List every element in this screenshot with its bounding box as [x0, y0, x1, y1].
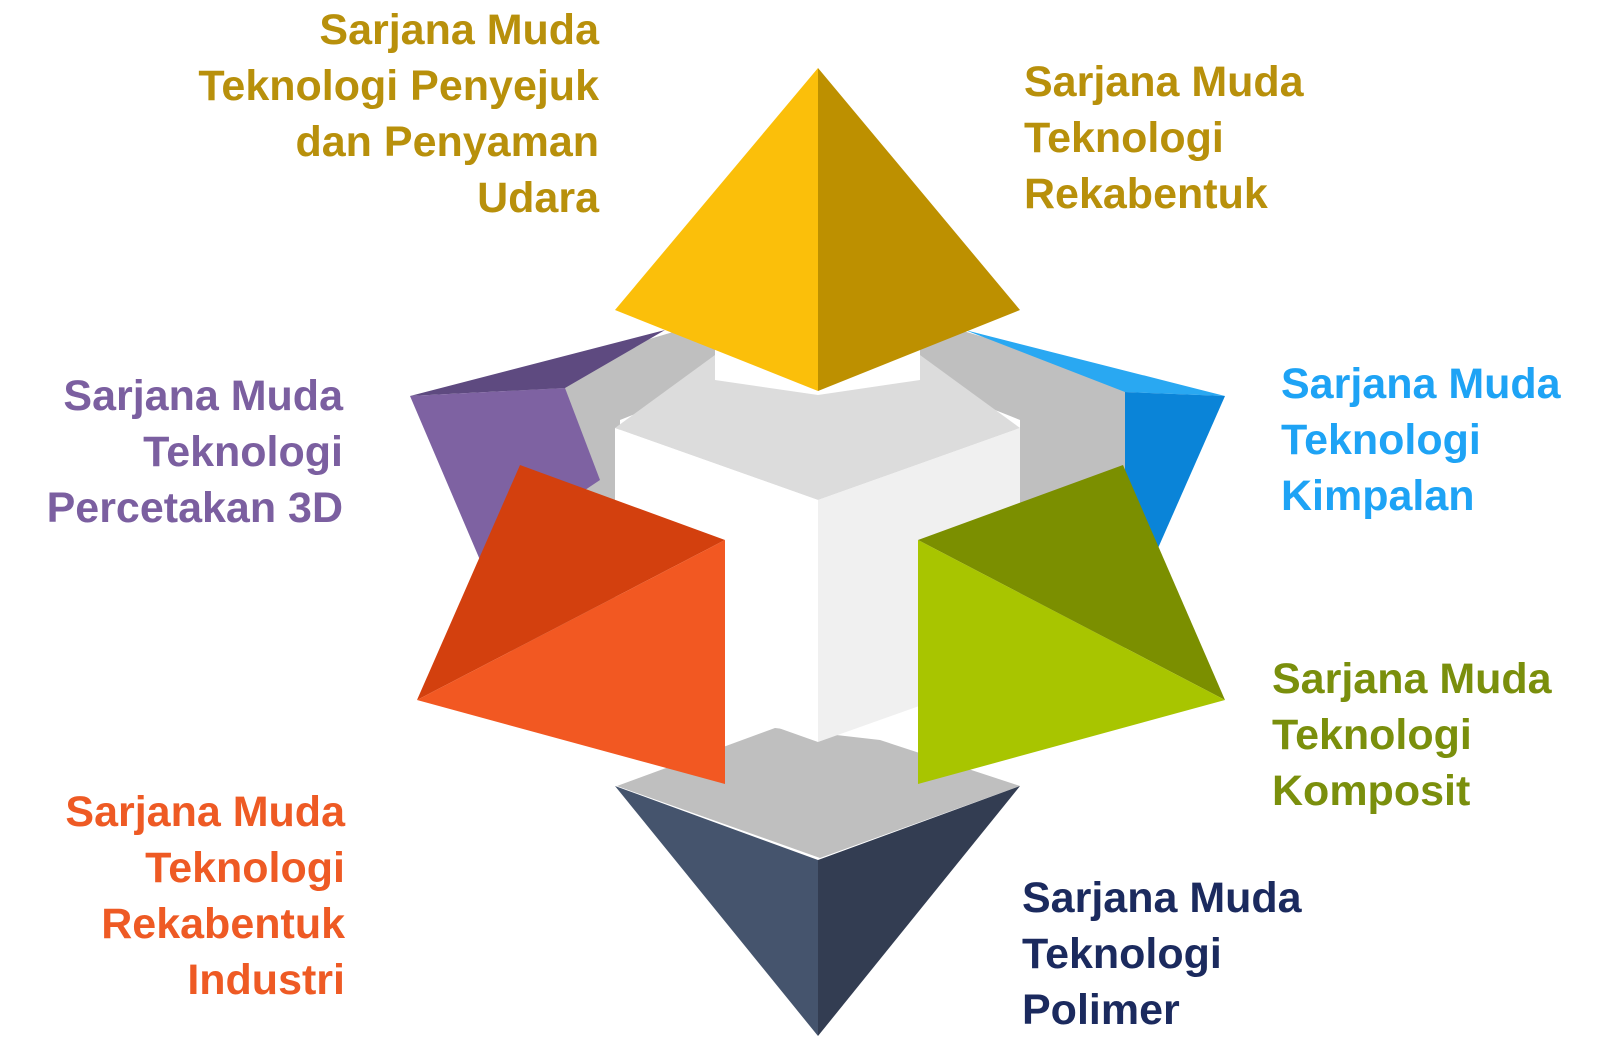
- label-line: Teknologi: [1024, 114, 1224, 162]
- label-line: Teknologi: [143, 428, 343, 476]
- label-line: Rekabentuk: [101, 900, 345, 948]
- label-line: Sarjana Muda: [1272, 655, 1552, 703]
- green-wing-lower: [918, 540, 1225, 784]
- label-line: Sarjana Muda: [1281, 360, 1561, 408]
- label-line: Polimer: [1022, 986, 1180, 1034]
- label-line: Sarjana Muda: [63, 372, 343, 420]
- navy-pyramid-left: [615, 786, 818, 1036]
- label-line: dan Penyaman: [295, 118, 600, 166]
- label-line: Teknologi: [145, 844, 345, 892]
- blue-wing-face: [1125, 392, 1225, 555]
- green-wing-upper: [918, 465, 1225, 700]
- gold-pyramid-right: [818, 68, 1020, 391]
- label-line: Sarjana Muda: [319, 6, 599, 54]
- label-line: Teknologi Penyejuk: [198, 62, 599, 110]
- label-percetakan-3d: Sarjana Muda Teknologi Percetakan 3D: [47, 368, 343, 536]
- label-line: Teknologi: [1281, 416, 1481, 464]
- label-penyejuk-penyaman-udara: Sarjana Muda Teknologi Penyejuk dan Peny…: [198, 2, 599, 226]
- label-line: Komposit: [1272, 767, 1471, 815]
- blue-wing-top: [965, 330, 1225, 396]
- label-rekabentuk-industri: Sarjana Muda Teknologi Rekabentuk Indust…: [65, 784, 345, 1008]
- cube-top-face: [615, 355, 1020, 500]
- label-line: Percetakan 3D: [46, 484, 343, 532]
- purple-wing-face: [410, 388, 600, 560]
- label-line: Rekabentuk: [1024, 170, 1268, 218]
- label-komposit: Sarjana Muda Teknologi Komposit: [1272, 651, 1552, 819]
- label-rekabentuk: Sarjana Muda Teknologi Rekabentuk: [1024, 54, 1304, 222]
- label-kimpalan: Sarjana Muda Teknologi Kimpalan: [1281, 356, 1561, 524]
- label-polimer: Sarjana Muda Teknologi Polimer: [1022, 870, 1302, 1038]
- label-line: Teknologi: [1022, 930, 1222, 978]
- gold-pyramid-left: [615, 68, 818, 391]
- label-line: Sarjana Muda: [65, 788, 345, 836]
- orange-wing-lower: [417, 540, 725, 784]
- label-line: Industri: [187, 956, 345, 1004]
- purple-wing-top: [410, 330, 665, 396]
- orange-wing-upper: [417, 465, 725, 700]
- label-line: Udara: [477, 174, 599, 222]
- label-line: Sarjana Muda: [1024, 58, 1304, 106]
- label-line: Sarjana Muda: [1022, 874, 1302, 922]
- label-line: Kimpalan: [1281, 472, 1475, 520]
- navy-pyramid-right: [818, 786, 1020, 1036]
- label-line: Teknologi: [1272, 711, 1472, 759]
